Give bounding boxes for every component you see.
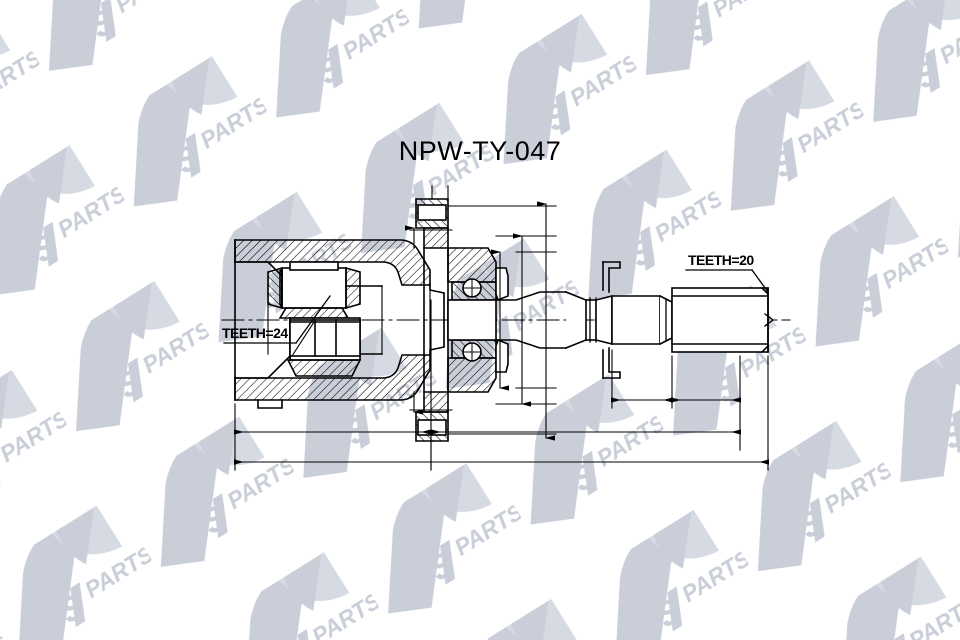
title-block: NPW-TY-047 bbox=[0, 136, 960, 167]
page-title: NPW-TY-047 bbox=[398, 136, 562, 166]
teeth-inner-label: TEETH=24 bbox=[222, 325, 288, 341]
teeth-outer-label: TEETH=20 bbox=[688, 252, 754, 268]
splined-shaft-end bbox=[671, 286, 774, 354]
